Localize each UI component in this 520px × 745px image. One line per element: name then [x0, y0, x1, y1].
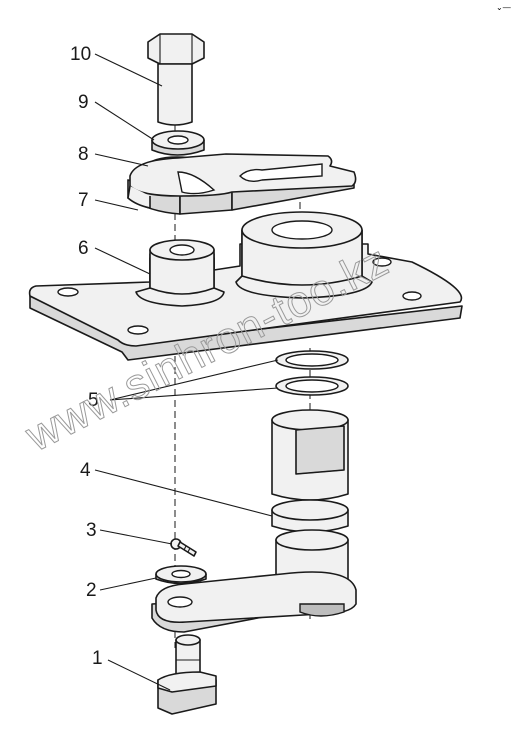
leader-lines: [94, 53, 279, 691]
callout-6: 6: [78, 238, 89, 259]
corner-mark: ⌄—: [496, 3, 511, 12]
part-4-collar: [271, 499, 349, 533]
callout-3: 3: [86, 520, 97, 541]
part-7-lever-bracket: [127, 153, 357, 215]
callout-5: 5: [88, 390, 99, 411]
part-9-spring-washer: [151, 130, 205, 156]
part-6-bushing: [135, 239, 225, 307]
callout-4: 4: [80, 460, 91, 481]
part-2-washer: [155, 565, 207, 585]
part-10-bolt: [147, 33, 205, 126]
part-3-pin: [170, 538, 197, 557]
part-lower-arm: [151, 529, 357, 633]
part-housing: [235, 211, 373, 299]
part-1-clevis-pin: [157, 634, 217, 715]
callout-8: 8: [78, 144, 89, 165]
callout-9: 9: [78, 92, 89, 113]
part-5-rings: [275, 350, 349, 396]
part-shaft: [271, 409, 349, 501]
callout-7: 7: [78, 190, 89, 211]
callout-10: 10: [70, 44, 91, 65]
callout-1: 1: [92, 648, 103, 669]
callout-2: 2: [86, 580, 97, 601]
